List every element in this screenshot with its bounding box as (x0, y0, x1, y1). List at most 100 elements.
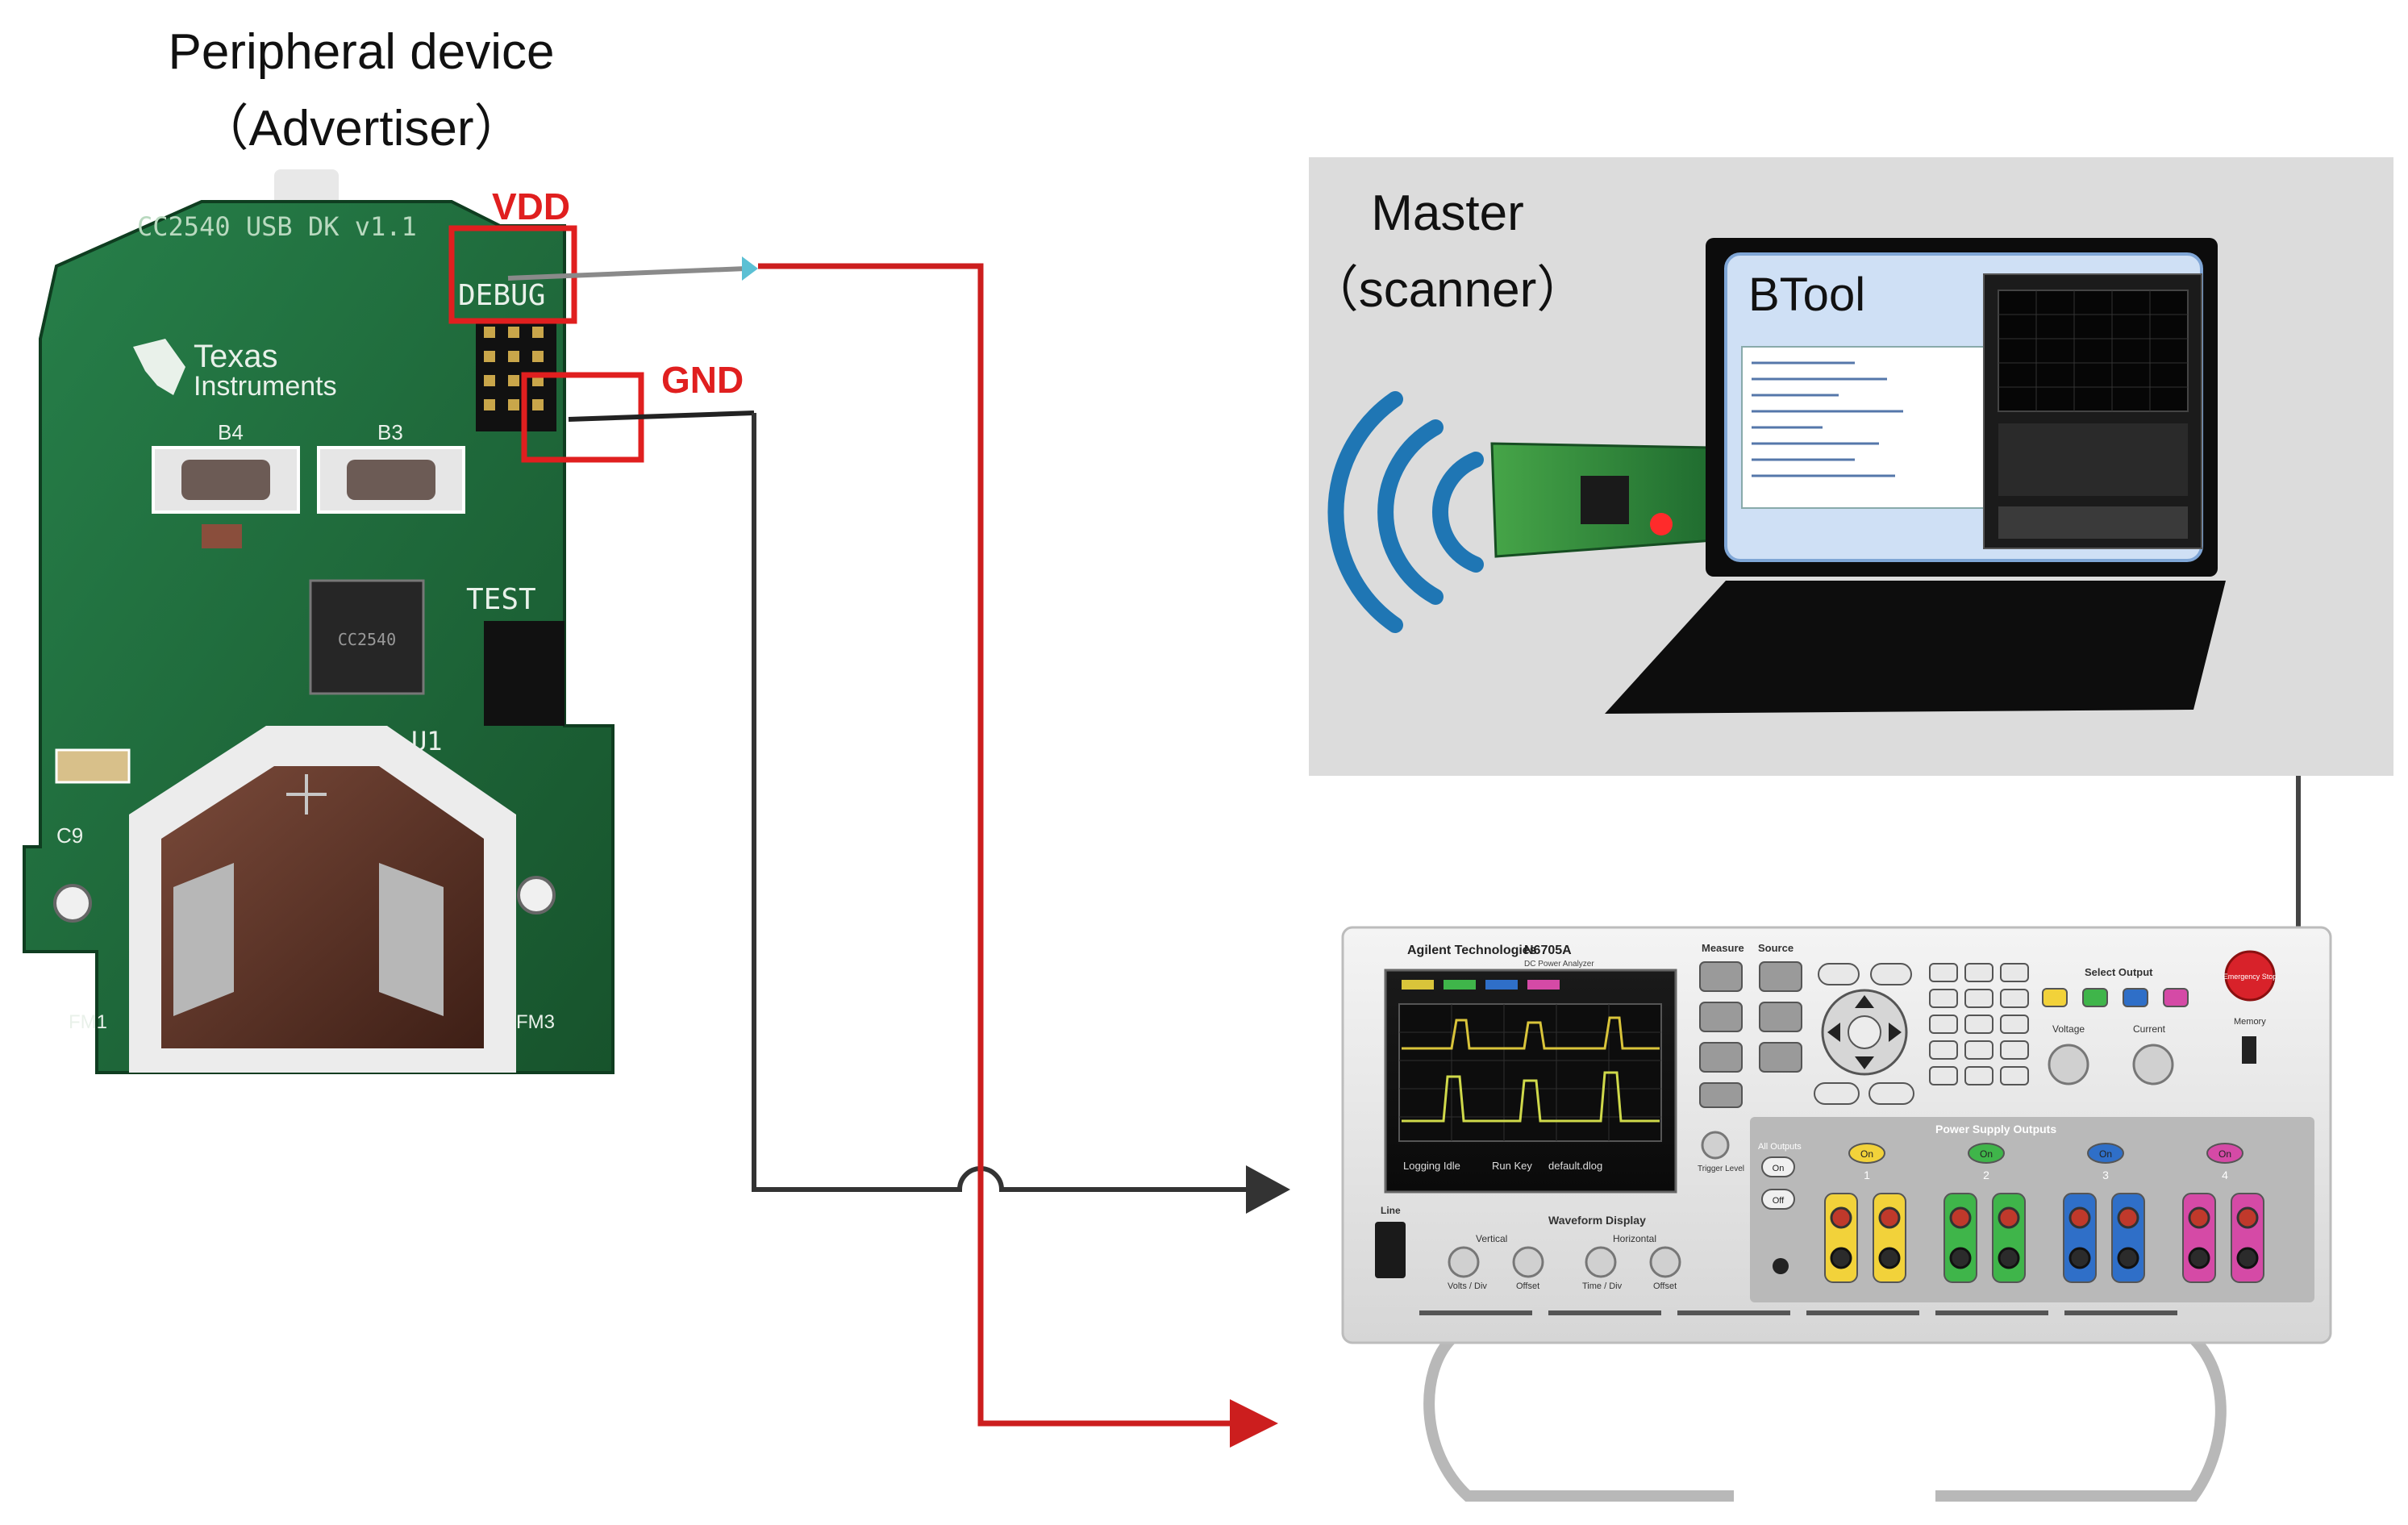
gnd-probe-wire (568, 410, 755, 422)
battery-clip-left (173, 863, 234, 1016)
channel-terminal-positive (2117, 1206, 2139, 1229)
memory-label: Memory (2234, 1017, 2266, 1027)
trigger-label: Trigger Level (1698, 1165, 1744, 1173)
gnd-arrow-icon (1246, 1165, 1290, 1214)
ti-logo-mark (133, 339, 185, 395)
gnd-wire (752, 413, 1246, 1192)
current-knob (2132, 1044, 2174, 1085)
source-label: Source (1758, 942, 1794, 954)
emergency-stop-label: Emergency Stop (2223, 973, 2277, 981)
analyzer-vents (1419, 1310, 2177, 1315)
vertical-label: Vertical (1476, 1233, 1507, 1244)
cc2540-chip (309, 579, 425, 695)
channel-terminal-negative (2188, 1247, 2210, 1269)
voltage-knob (2048, 1044, 2089, 1085)
analyzer-leg-right (1935, 1335, 2227, 1502)
channel-on-label: On (2099, 1148, 2112, 1160)
cc2540-board: CC2540 USB DK v1.1 Texas Instruments DEB… (23, 169, 614, 1074)
numeric-keypad (1929, 963, 2029, 1085)
analyzer-model-sub: DC Power Analyzer (1524, 960, 1594, 969)
dongle-chip (1581, 476, 1629, 524)
waveform-knobs (1448, 1246, 1681, 1278)
channel-terminal-negative (1998, 1247, 2020, 1269)
offset-label-h: Offset (1653, 1281, 1677, 1291)
line-label: Line (1381, 1205, 1401, 1216)
vdd-probe-wire (507, 266, 747, 281)
select-output-label: Select Output (2085, 966, 2153, 978)
usb-port (2242, 1036, 2256, 1064)
wireless-signal-icon (1327, 391, 1484, 633)
b3-label: B3 (377, 420, 403, 444)
btool-log-lines (1752, 361, 1903, 477)
smd-component (202, 524, 242, 548)
all-on-label: On (1773, 1164, 1785, 1173)
channel-terminal-negative (2117, 1247, 2139, 1269)
analyzer-brand: Agilent Technologies (1407, 944, 1537, 957)
analyzer-leg-left (1423, 1335, 1734, 1502)
ti-brand-line1: Texas (194, 339, 278, 374)
channel-terminal-positive (1878, 1206, 1901, 1229)
channel-on-button (2206, 1143, 2243, 1164)
board-silkscreen: CC2540 USB DK v1.1 (137, 211, 417, 242)
channel-terminal-positive (2188, 1206, 2210, 1229)
peripheral-title: Peripheral device （Advertiser） (168, 24, 554, 156)
channel-terminal-negative (2068, 1247, 2091, 1269)
peripheral-title-line1: Peripheral device (168, 24, 554, 80)
channel-on-button (1848, 1143, 1885, 1164)
dongle-led (1650, 513, 1673, 535)
current-label: Current (2133, 1023, 2166, 1035)
status-file: default.dlog (1548, 1160, 1602, 1172)
trigger-knob (1701, 1131, 1730, 1160)
peripheral-title-line2: （Advertiser） (198, 101, 523, 156)
analyzer-model: N6705A (1524, 944, 1572, 957)
channel-number: 2 (1983, 1169, 1989, 1181)
channel-terminal-positive (1998, 1206, 2020, 1229)
horizontal-label: Horizontal (1613, 1233, 1656, 1244)
channel-terminal-negative (1949, 1247, 1972, 1269)
channel-on-label: On (1980, 1148, 1993, 1160)
btool-scope-view (1998, 290, 2189, 412)
channel-terminal-negative (1830, 1247, 1852, 1269)
button-b3-cap (347, 460, 435, 500)
all-on-button (1761, 1156, 1795, 1177)
fm3-label: FM3 (516, 1011, 555, 1033)
debug-header (476, 319, 556, 431)
channel-on-label: On (2218, 1148, 2231, 1160)
channel-number: 3 (2102, 1169, 2109, 1181)
vdd-arrow-icon (1230, 1399, 1278, 1448)
channel-on-button (2087, 1143, 2124, 1164)
b4-label: B4 (218, 420, 244, 444)
laptop-base (1605, 581, 2226, 714)
channel-terminal-negative (2236, 1247, 2259, 1269)
offset-label-v: Offset (1516, 1281, 1539, 1291)
channel-terminal-positive (1949, 1206, 1972, 1229)
btool-app-name: BTool (1748, 269, 1865, 321)
emergency-stop-button (2224, 950, 2276, 1002)
btool-channel-bar (1998, 506, 2188, 539)
button-b4-cap (181, 460, 270, 500)
channel-number: 4 (2222, 1169, 2228, 1181)
debug-label: DEBUG (458, 279, 545, 312)
capacitor-c9 (55, 748, 131, 784)
status-runkey: Run Key (1492, 1160, 1532, 1172)
usb-dongle (1490, 442, 1715, 558)
btool-controls (1998, 423, 2188, 496)
channel-on-label: On (1860, 1148, 1873, 1160)
all-off-button (1761, 1189, 1795, 1210)
all-off-label: Off (1773, 1196, 1785, 1206)
master-title-line2: （scanner） (1309, 262, 1587, 318)
analyzer-voltage-trace (1402, 1016, 1660, 1050)
c9-label: C9 (56, 823, 83, 848)
line-power-switch (1375, 1222, 1406, 1278)
laptop: BTool (1605, 238, 2226, 714)
ti-logo: Texas Instruments (133, 339, 337, 402)
pin-highlights: VDD GND (448, 185, 744, 463)
channel-on-button (1968, 1143, 2005, 1164)
select-output-keys (2042, 988, 2189, 1007)
nav-cluster (1814, 963, 1914, 1105)
volts-div-label: Volts / Div (1448, 1281, 1487, 1291)
analyzer-current-trace (1402, 1071, 1660, 1123)
all-outputs-label: All Outputs (1758, 1142, 1802, 1152)
